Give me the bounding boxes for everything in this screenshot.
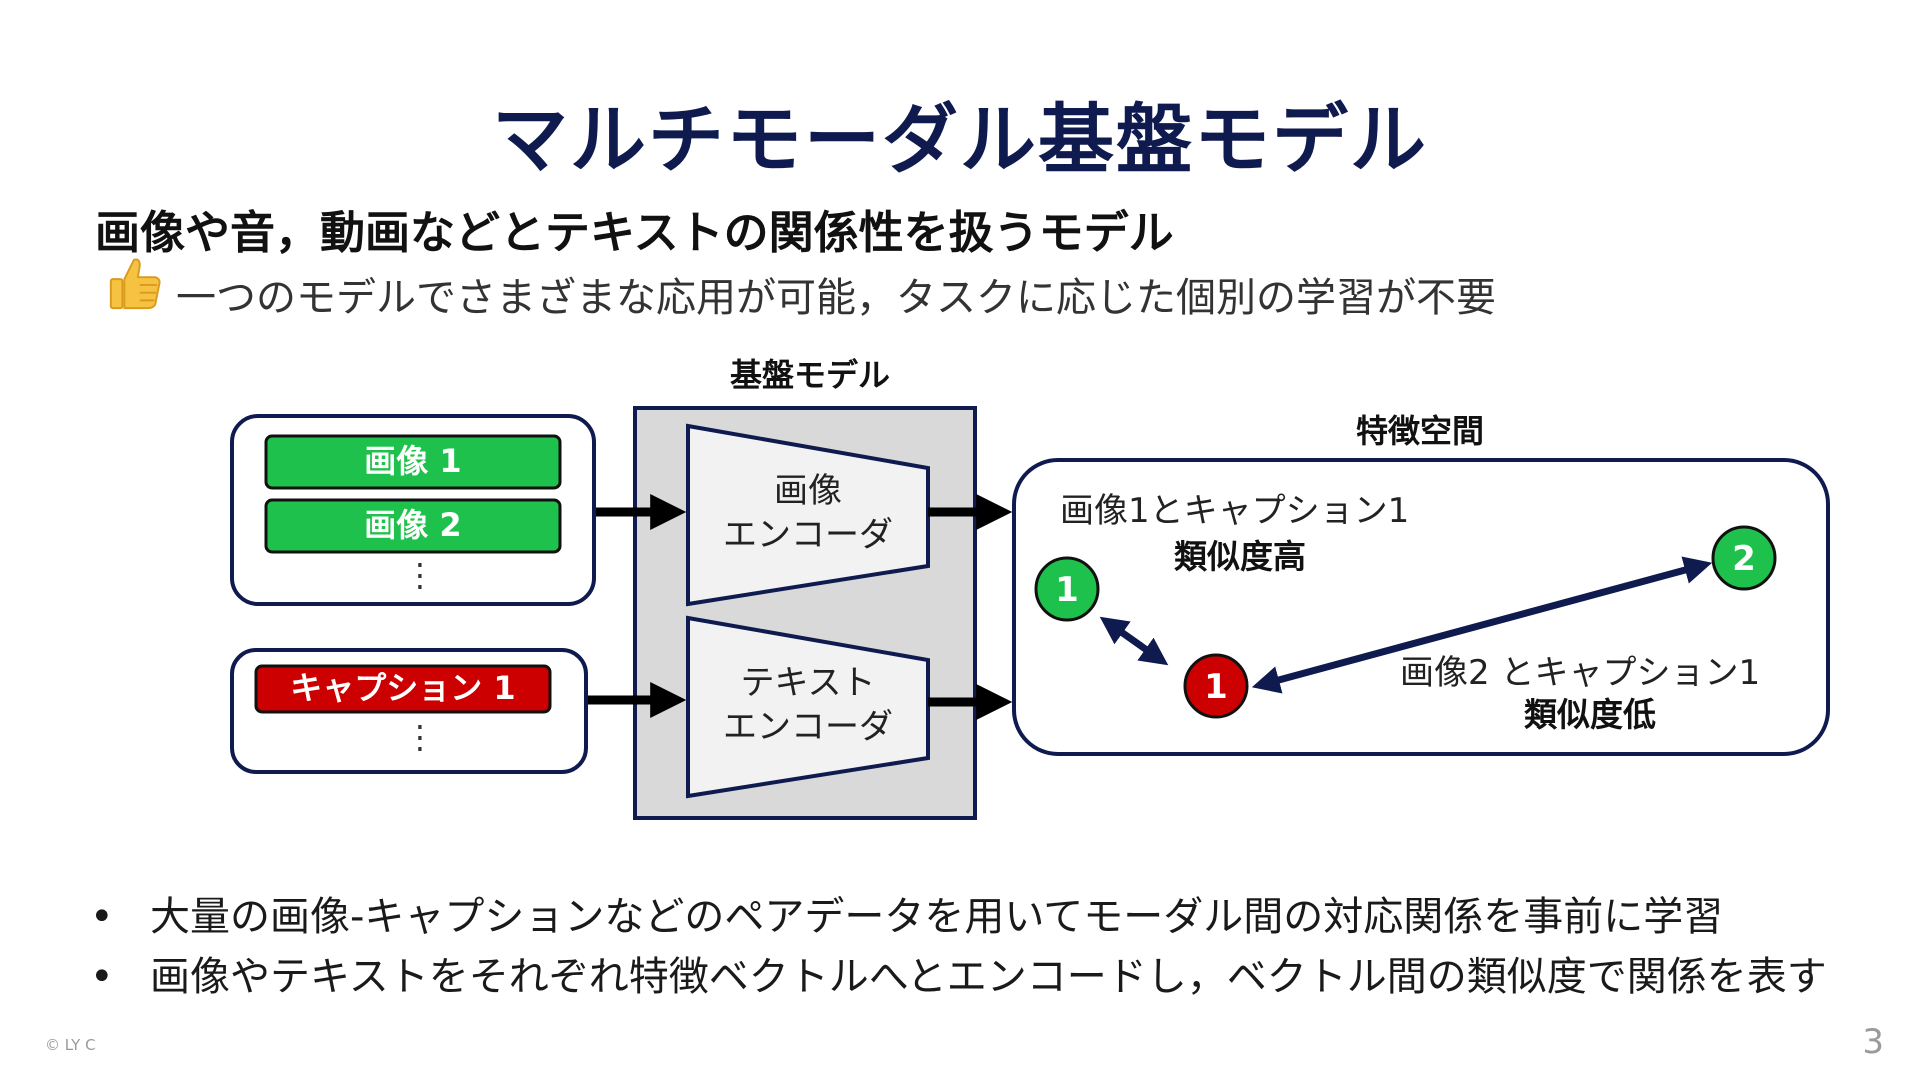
caption-item-1 (254, 664, 552, 714)
feature-space-label: 特徴空間 (1356, 412, 1484, 450)
foundation-model-label: 基盤モデル (730, 356, 890, 394)
page-number: 3 (1862, 1022, 1884, 1062)
image2-point (1711, 525, 1777, 591)
caption1-point (1183, 653, 1249, 719)
image1-point-label: 1 (1055, 570, 1079, 610)
pair1-similarity: 類似度高 (1174, 537, 1306, 576)
low-similarity-arrow (1251, 556, 1713, 694)
bullet-marker: • (90, 954, 114, 1000)
footer-copyright: © LY C (45, 1036, 96, 1054)
pair1-label: 画像1とキャプション1 (1060, 491, 1409, 531)
text-encoder-line1: テキスト (741, 663, 876, 703)
caption-ellipsis: ⋮ (404, 718, 436, 756)
image-ellipsis: ⋮ (404, 556, 436, 594)
bullet-item: • 大量の画像-キャプションなどのペアデータを用いてモーダル間の対応関係を事前に学… (90, 884, 1723, 942)
pair2-label: 画像2 とキャプション1 (1400, 653, 1760, 693)
bullet-item: • 画像やテキストをそれぞれ特徴ベクトルへとエンコードし，ベクトル間の類似度で関係… (90, 944, 1827, 1002)
caption-item-1-label: キャプション 1 (290, 669, 515, 707)
image1-point (1034, 556, 1100, 622)
image-item-1-label: 画像 1 (364, 442, 461, 480)
image-item-2 (264, 498, 562, 554)
bullet-marker: • (90, 894, 114, 940)
thumbs-up-icon (109, 258, 161, 310)
image-encoder-line1: 画像 (774, 471, 842, 511)
high-similarity-arrow (1099, 616, 1169, 666)
benefit-text: 一つのモデルでさまざまな応用が可能，タスクに応じた個別の学習が不要 (176, 275, 1496, 321)
image-encoder-shape (686, 423, 930, 607)
image2-point-label: 2 (1732, 539, 1756, 579)
text-encoder-shape (686, 615, 930, 799)
bullet-text: 画像やテキストをそれぞれ特徴ベクトルへとエンコードし，ベクトル間の類似度で関係を… (150, 954, 1827, 1000)
bullet-text: 大量の画像-キャプションなどのペアデータを用いてモーダル間の対応関係を事前に学習 (150, 894, 1724, 940)
pair2-similarity: 類似度低 (1524, 695, 1656, 734)
foundation-model-diagram: 基盤モデル 特徴空間 画像 1 画像 2 ⋮ キャプション 1 ⋮ 画像 エンコ… (230, 356, 1830, 820)
slide-title: マルチモーダル基盤モデル (492, 95, 1428, 184)
caption1-point-label: 1 (1204, 667, 1228, 707)
image-item-1 (264, 434, 562, 490)
image-encoder-line2: エンコーダ (723, 515, 893, 555)
text-encoder-line2: エンコーダ (723, 707, 893, 747)
slide-subtitle: 画像や音，動画などとテキストの関係性を扱うモデル (95, 206, 1174, 259)
image-item-2-label: 画像 2 (364, 506, 461, 544)
